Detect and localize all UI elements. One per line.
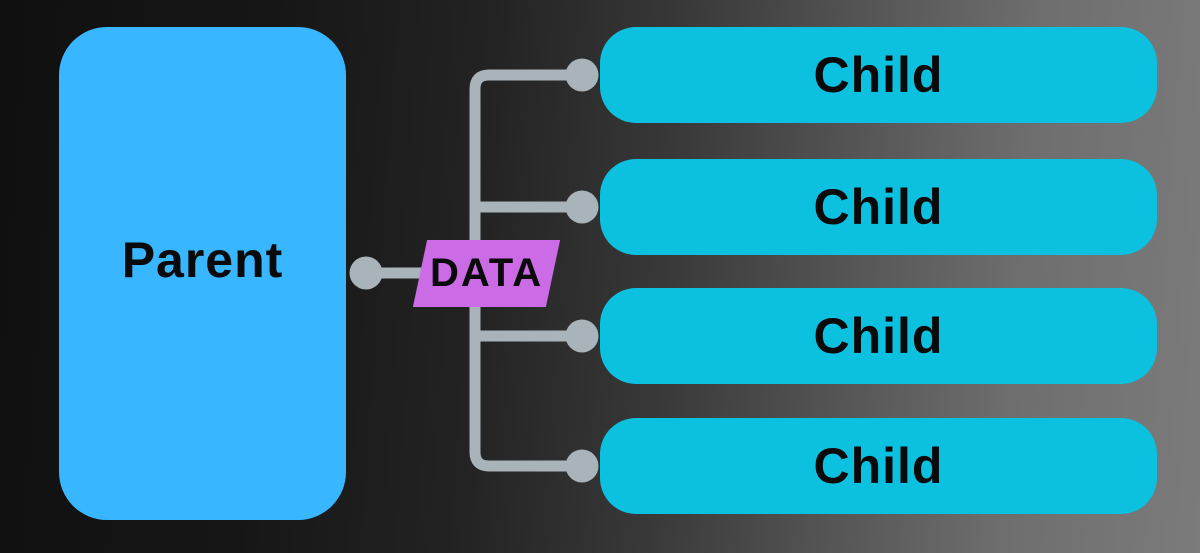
parent-node: Parent [59,27,346,520]
data-label-text: DATA [429,251,544,295]
child-node-label: Child [813,179,944,235]
connector-dot-child-1 [565,58,599,92]
child-node-1: Child [600,27,1157,123]
connector-dot-child-2 [565,190,599,224]
child-node-4: Child [600,418,1157,514]
child-node-label: Child [813,47,944,103]
data-label-node: DATA [412,240,561,307]
child-node-label: Child [813,308,944,364]
connector-dot-child-4 [565,449,599,483]
child-node-2: Child [600,159,1157,255]
parent-node-label: Parent [121,231,284,288]
child-node-label: Child [813,438,944,494]
connector-dot-parent [349,256,383,290]
connector-dot-child-3 [565,319,599,353]
child-node-3: Child [600,288,1157,384]
